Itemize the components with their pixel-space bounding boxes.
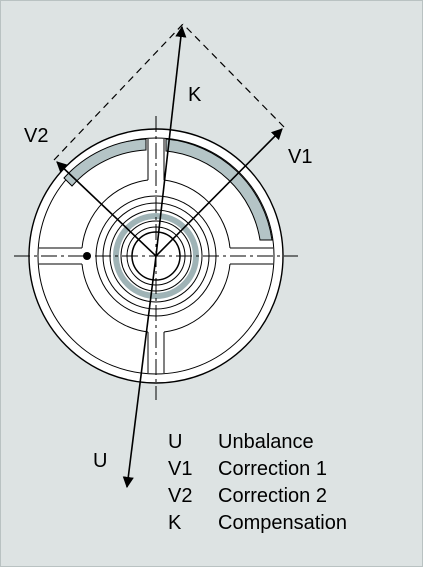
vector-v1	[155, 128, 283, 257]
vector-k-label: K	[188, 84, 202, 106]
pocket-shaded-left	[63, 138, 147, 187]
vector-v1-label: V1	[288, 146, 312, 168]
vector-v2	[56, 161, 157, 257]
legend-symbol: V1	[168, 458, 192, 480]
legend-text: Correction 1	[218, 458, 327, 480]
vector-u	[122, 255, 157, 489]
legend-text: Correction 2	[218, 485, 327, 507]
legend-text: Unbalance	[218, 431, 314, 453]
legend-symbol: K	[168, 512, 182, 534]
reference-mark	[83, 252, 91, 260]
legend-symbol: V2	[168, 485, 192, 507]
legend: U Unbalance V1 Correction 1 V2 Correctio…	[168, 431, 347, 534]
vector-u-label: U	[93, 450, 107, 472]
legend-symbol: U	[168, 431, 182, 453]
legend-text: Compensation	[218, 512, 347, 534]
disc-ribs	[39, 139, 273, 373]
construction-lines	[53, 23, 285, 161]
vector-v2-label: V2	[24, 125, 48, 147]
pocket-shaded-right	[165, 138, 273, 241]
vector-k	[155, 25, 187, 257]
